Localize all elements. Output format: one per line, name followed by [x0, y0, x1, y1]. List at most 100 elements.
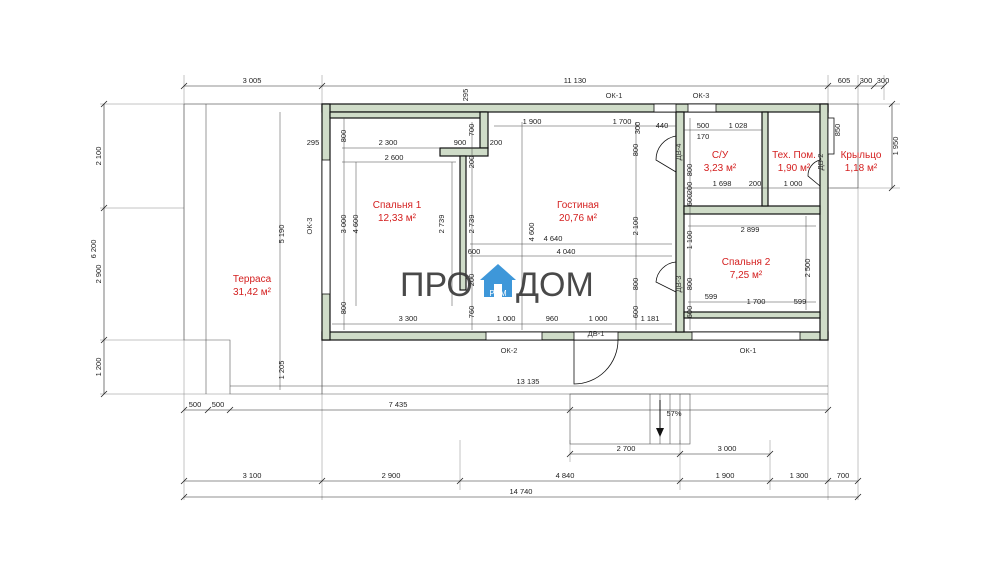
- dim-800-bed2: 800: [685, 278, 694, 291]
- dim-top-porch-1: 605: [838, 76, 851, 85]
- dim-left-total: 6 200: [89, 240, 98, 259]
- dim-300: 300: [633, 122, 642, 135]
- dim-1205: 1 205: [277, 361, 286, 380]
- mark-dv3: ДВ-3: [674, 276, 683, 293]
- mark-ok1-bottom: ОК-1: [740, 346, 757, 355]
- dim-700: 700: [467, 124, 476, 137]
- windows: [321, 103, 835, 341]
- slope-arrow: [656, 400, 664, 437]
- element-marks: ОК-1 ОК-3 ОК-3 ОК-2 ОК-1 ДВ-1 ДВ-2 ДВ-3 …: [305, 91, 825, 418]
- mark-ok1-top: ОК-1: [606, 91, 623, 100]
- dim-4600-right: 4 600: [527, 223, 536, 242]
- porch-area-label: 1,18 м²: [845, 163, 878, 174]
- bath-name: С/У: [712, 150, 729, 161]
- mark-ok3-left: ОК-3: [305, 218, 314, 235]
- dim-bottom-2700: 2 700: [617, 444, 636, 453]
- outer-dimension-labels: 3 005 11 130 605 300 300 500 500 7 435 2…: [89, 76, 900, 496]
- slope-label: 57%: [666, 409, 681, 418]
- dim-2500: 2 500: [803, 259, 812, 278]
- dim-bottom-500b: 500: [212, 400, 225, 409]
- dim-bottom-700: 700: [837, 471, 850, 480]
- dim-170: 170: [697, 132, 710, 141]
- dim-13135: 13 135: [517, 377, 540, 386]
- dim-top-terrace: 3 005: [243, 76, 262, 85]
- terrace-name: Терраса: [233, 274, 272, 285]
- house-icon: [480, 264, 516, 297]
- dim-1000: 1 000: [784, 179, 803, 188]
- mark-dv1: ДВ-1: [588, 329, 605, 338]
- dim-bottom-3000: 3 000: [718, 444, 737, 453]
- dim-800-bottom-left: 800: [339, 302, 348, 315]
- mark-dv2: ДВ-2: [816, 154, 825, 171]
- dim-5190: 5 190: [277, 225, 286, 244]
- dim-600-bottom: 600: [631, 306, 640, 319]
- terrace-area: 31,42 м²: [233, 287, 272, 298]
- porch-steps: [569, 393, 691, 445]
- dim-800-living-bottom: 800: [631, 278, 640, 291]
- bedroom1-area: 12,33 м²: [378, 213, 417, 224]
- dim-800-bath: 800: [685, 164, 694, 177]
- dimension-chains: [103, 85, 893, 498]
- dim-bottom-7435: 7 435: [389, 400, 408, 409]
- dim-599-right: 599: [794, 297, 807, 306]
- dim-top-porch-3: 300: [877, 76, 890, 85]
- dim-1900: 1 900: [523, 117, 542, 126]
- dim-295-left: 295: [307, 138, 320, 147]
- dim-1028: 1 028: [729, 121, 748, 130]
- dim-1700-bed2: 1 700: [747, 297, 766, 306]
- dim-1181: 1 181: [641, 314, 660, 323]
- dim-left-2900: 2 900: [94, 265, 103, 284]
- dim-200-lower: 200: [467, 274, 476, 287]
- bath-area: 3,23 м²: [704, 163, 737, 174]
- dim-top-porch-2: 300: [860, 76, 873, 85]
- dim-200-corridor: 200: [490, 138, 503, 147]
- living-area: 20,76 м²: [559, 213, 598, 224]
- dim-2600: 2 600: [385, 153, 404, 162]
- dim-200-vertical: 200: [467, 156, 476, 169]
- dim-left-1200: 1 200: [94, 358, 103, 377]
- interior-dimension-lines: [230, 112, 828, 390]
- dim-bottom-1900: 1 900: [716, 471, 735, 480]
- dim-1700: 1 700: [613, 117, 632, 126]
- dim-4040: 4 040: [557, 247, 576, 256]
- interior-walls: [329, 111, 821, 333]
- bedroom2-name: Спальня 2: [722, 257, 771, 268]
- logo-text-left: ПРО: [400, 266, 473, 304]
- logo-text-right: ДОМ: [516, 266, 594, 304]
- dim-850: 850: [833, 124, 842, 137]
- dimension-ticks: [100, 82, 896, 501]
- dim-440: 440: [656, 121, 669, 130]
- dim-4640: 4 640: [544, 234, 563, 243]
- dim-bottom-3100: 3 100: [243, 471, 262, 480]
- dim-right-1950: 1 950: [891, 137, 900, 156]
- dim-960: 960: [546, 314, 559, 323]
- mark-ok2-bottom: ОК-2: [501, 346, 518, 355]
- dim-1698: 1 698: [713, 179, 732, 188]
- logo-sub-text: РЕМ: [489, 289, 507, 298]
- dim-bottom-1300: 1 300: [790, 471, 809, 480]
- dim-200-bath: 200: [749, 179, 762, 188]
- tech-name: Тех. Пом.: [772, 150, 816, 161]
- dim-bottom-2900: 2 900: [382, 471, 401, 480]
- dim-3300: 3 300: [399, 314, 418, 323]
- interior-dimension-labels: 295 295 2 300 900 2 600 1 900 1 700 300 …: [277, 89, 842, 386]
- dim-800-top-left: 800: [339, 130, 348, 143]
- dim-1100: 1 100: [685, 231, 694, 250]
- dim-3000: 3 000: [339, 215, 348, 234]
- dim-600-left: 600: [468, 247, 481, 256]
- dim-500: 500: [697, 121, 710, 130]
- dim-600-bed2: 600: [685, 306, 694, 319]
- doors: [573, 135, 821, 385]
- bedroom1-name: Спальня 1: [373, 200, 422, 211]
- mark-ok3-top: ОК-3: [693, 91, 710, 100]
- dim-2739-right: 2 739: [467, 215, 476, 234]
- dim-800-living-top: 800: [631, 144, 640, 157]
- porch-area: [828, 103, 859, 189]
- dim-900: 900: [454, 138, 467, 147]
- dim-2300: 2 300: [379, 138, 398, 147]
- porch-name: Крыльцо: [841, 150, 882, 161]
- dim-295-top: 295: [461, 89, 470, 102]
- dim-total: 14 740: [510, 487, 533, 496]
- mark-dv4: ДВ-4: [674, 144, 683, 161]
